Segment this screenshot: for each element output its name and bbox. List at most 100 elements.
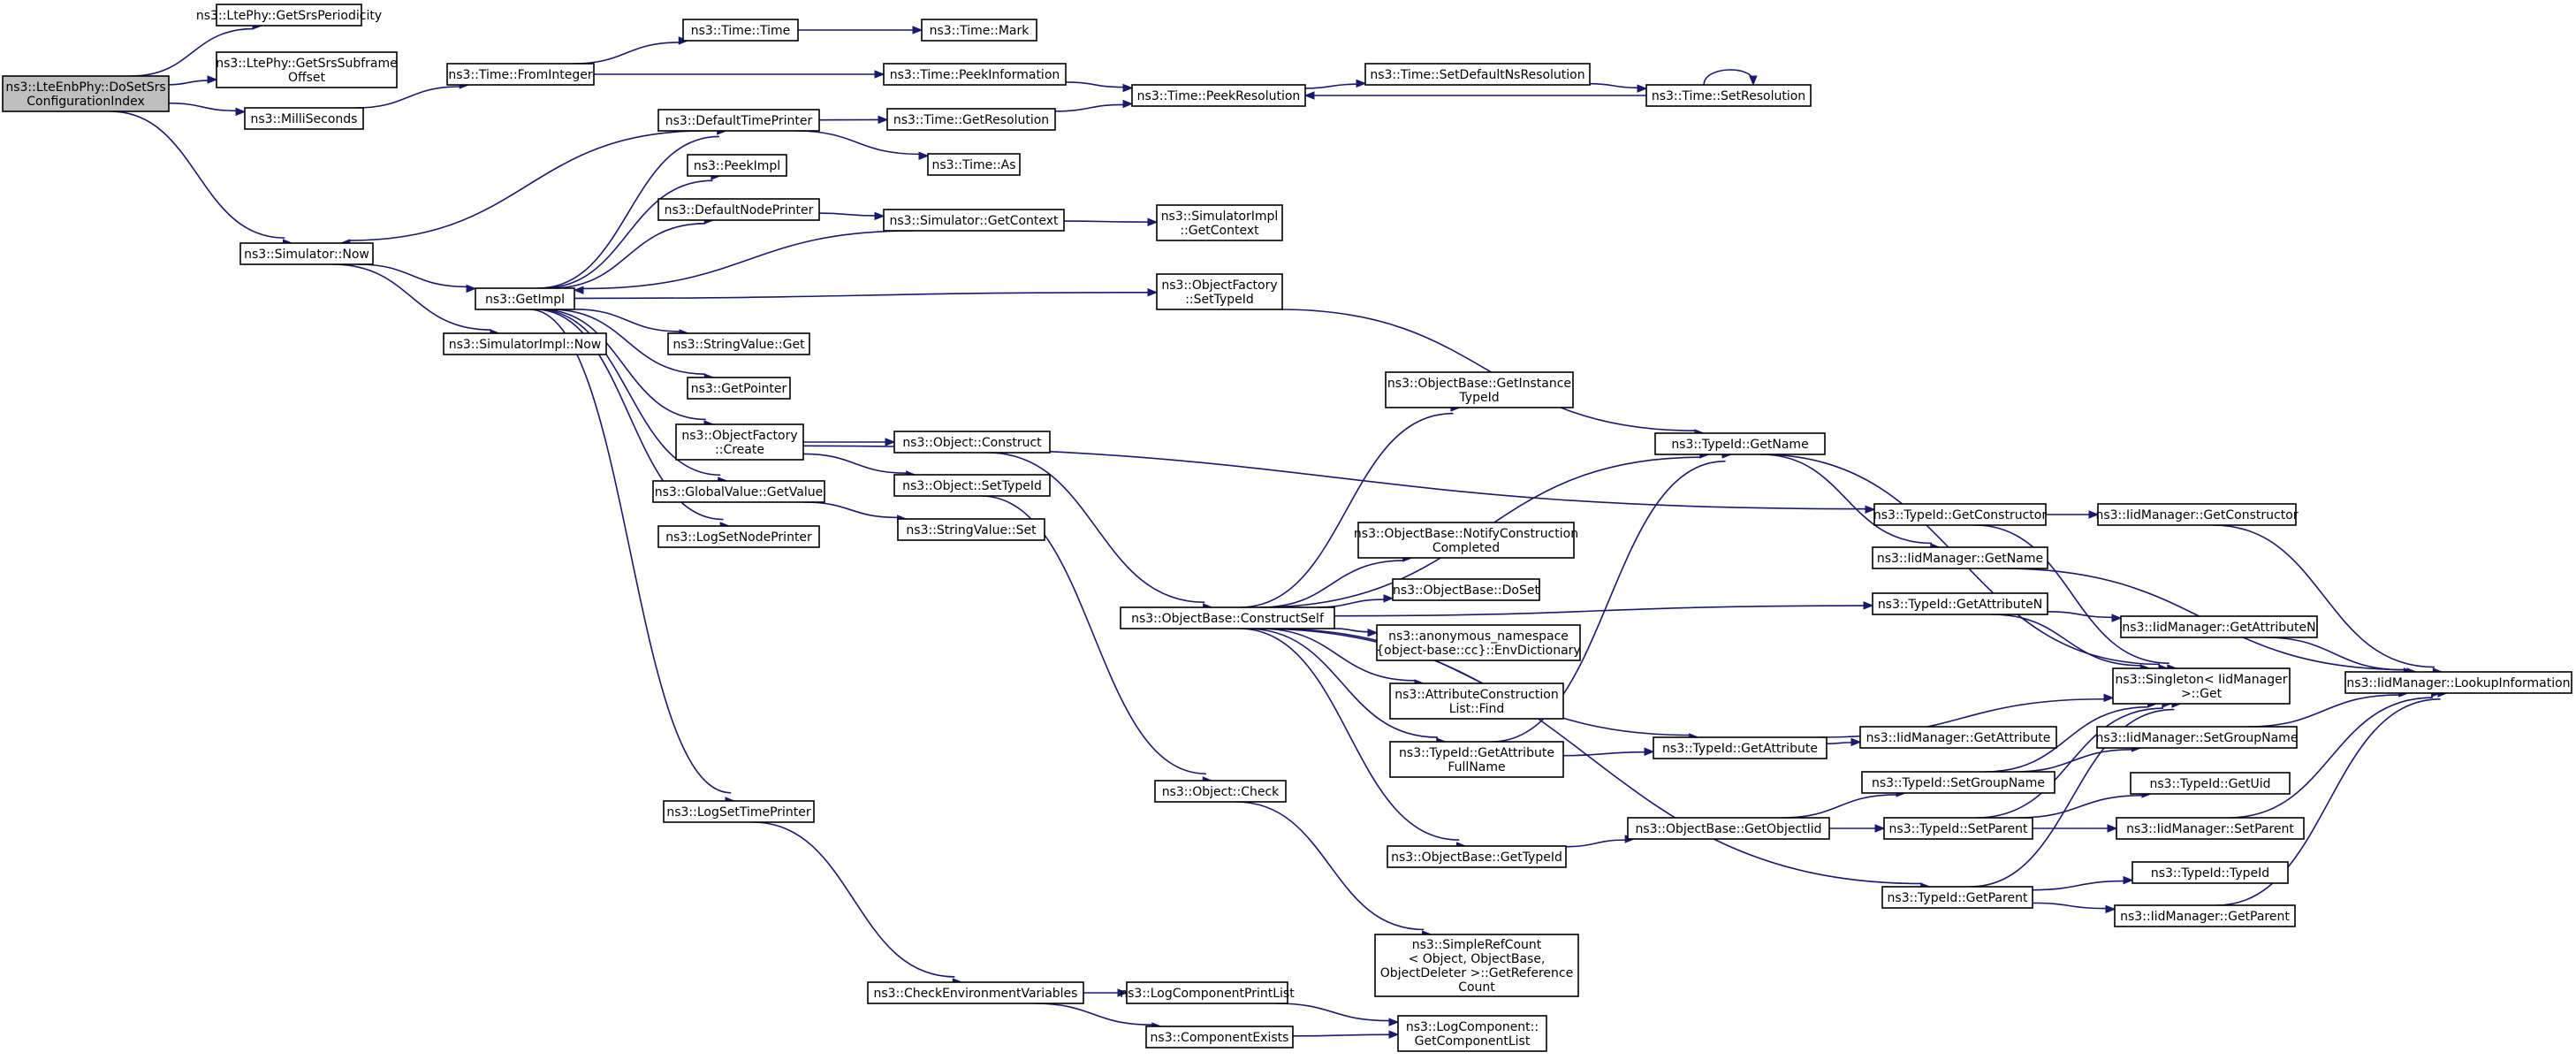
- node-n62[interactable]: ns3::ComponentExists: [1145, 1026, 1294, 1049]
- node-box: [1883, 817, 2033, 840]
- node-n48[interactable]: ns3::IidManager::SetGroupName: [2096, 726, 2299, 749]
- node-n63[interactable]: ns3::LogComponent::GetComponentList: [1397, 1015, 1547, 1052]
- node-box: [216, 4, 362, 27]
- node-box: [1154, 780, 1287, 803]
- edge-n9-n10: [1304, 79, 1367, 89]
- node-root[interactable]: ns3::LteEnbPhy::DoSetSrsConfigurationInd…: [2, 75, 170, 112]
- node-box: [244, 107, 364, 130]
- node-n17[interactable]: ns3::PeekImpl: [687, 154, 787, 177]
- node-n55[interactable]: ns3::ObjectBase::GetTypeId: [1387, 845, 1567, 868]
- node-box: [657, 198, 820, 221]
- node-label: ns3::TypeId::GetAttribute: [1662, 742, 1818, 756]
- node-n15[interactable]: ns3::Time::GetResolution: [886, 108, 1056, 131]
- node-n61[interactable]: ns3::LogComponentPrintList: [1120, 981, 1295, 1004]
- node-n36[interactable]: ns3::ObjectBase::NotifyConstructionCompl…: [1354, 522, 1578, 559]
- node-label: ns3::Simulator::GetContext: [889, 214, 1059, 228]
- node-n57[interactable]: ns3::TypeId::GetParent: [1881, 886, 2033, 909]
- node-label: < Object, ObjectBase,: [1409, 952, 1546, 966]
- node-box: [897, 518, 1045, 541]
- node-n49[interactable]: ns3::TypeId::SetGroupName: [1861, 771, 2055, 794]
- node-n30[interactable]: ns3::LogSetTimePrinter: [663, 800, 815, 823]
- node-label: ns3::ObjectBase::NotifyConstruction: [1354, 527, 1578, 541]
- node-box: [2120, 615, 2318, 638]
- node-n4[interactable]: ns3::Simulator::Now: [239, 242, 374, 265]
- node-box: [1873, 503, 2047, 526]
- node-n10[interactable]: ns3::Time::SetDefaultNsResolution: [1364, 63, 1591, 86]
- node-label: ns3::IidManager::SetGroupName: [2096, 731, 2299, 745]
- node-n6[interactable]: ns3::Time::Time: [682, 19, 799, 42]
- node-n56[interactable]: ns3::TypeId::TypeId: [2131, 861, 2289, 884]
- node-n9[interactable]: ns3::Time::PeekResolution: [1131, 84, 1306, 107]
- node-box: [2131, 861, 2289, 884]
- node-n8[interactable]: ns3::Time::PeekInformation: [883, 63, 1067, 86]
- node-n50[interactable]: ns3::TypeId::GetUid: [2130, 772, 2291, 795]
- node-n37[interactable]: ns3::ObjectBase::ConstructSelf: [1120, 606, 1335, 629]
- node-label: ns3::TypeId::TypeId: [2151, 866, 2269, 881]
- node-n29[interactable]: ns3::LogSetNodePrinter: [657, 525, 820, 548]
- node-n46[interactable]: ns3::TypeId::GetAttribute: [1653, 736, 1828, 759]
- node-n1[interactable]: ns3::LtePhy::GetSrsPeriodicity: [196, 4, 382, 27]
- node-n54[interactable]: ns3::IidManager::SetParent: [2116, 817, 2305, 840]
- node-n40[interactable]: ns3::TypeId::GetAttributeN: [1872, 592, 2048, 615]
- node-n22[interactable]: ns3::StringValue::Get: [667, 332, 810, 355]
- node-n24[interactable]: ns3::ObjectFactory::Create: [675, 423, 804, 461]
- node-box: [687, 377, 791, 400]
- node-n38[interactable]: ns3::ObjectBase::DoSet: [1392, 578, 1540, 601]
- node-label: ns3::DefaultTimePrinter: [665, 114, 813, 128]
- node-box: [657, 525, 820, 548]
- node-n41[interactable]: ns3::IidManager::GetAttributeN: [2120, 615, 2318, 638]
- node-box: [675, 423, 804, 461]
- node-n19[interactable]: ns3::Simulator::GetContext: [883, 209, 1065, 232]
- edge-n11-n11: [1703, 69, 1758, 87]
- node-n26[interactable]: ns3::Object::SetTypeId: [893, 474, 1051, 497]
- edge-n34-n43: [2213, 524, 2443, 676]
- node-n18[interactable]: ns3::DefaultNodePrinter: [657, 198, 820, 221]
- node-label: TypeId: [1458, 391, 1499, 405]
- node-n39[interactable]: ns3::anonymous_namespace{object-base::cc…: [1376, 624, 1581, 661]
- node-n7[interactable]: ns3::Time::Mark: [921, 19, 1037, 42]
- node-n16[interactable]: ns3::Time::As: [927, 153, 1021, 176]
- node-n52[interactable]: ns3::ObjectBase::GetObjectIid: [1627, 817, 1830, 840]
- node-n11[interactable]: ns3::Time::SetResolution: [1645, 84, 1812, 107]
- edge-n61-n63: [1276, 1003, 1400, 1026]
- node-n33[interactable]: ns3::TypeId::GetConstructor: [1873, 503, 2047, 526]
- node-box: [2130, 772, 2291, 795]
- node-n28[interactable]: ns3::StringValue::Set: [897, 518, 1045, 541]
- node-label: ns3::Time::As: [931, 158, 1015, 172]
- node-n13[interactable]: ns3::SimulatorImpl::Now: [443, 332, 607, 355]
- node-n12[interactable]: ns3::GetImpl: [475, 287, 575, 310]
- edge-n10-n11: [1589, 82, 1648, 93]
- node-n23[interactable]: ns3::GetPointer: [687, 377, 791, 400]
- node-n53[interactable]: ns3::TypeId::SetParent: [1883, 817, 2033, 840]
- node-n21[interactable]: ns3::ObjectFactory::SetTypeId: [1156, 273, 1283, 310]
- node-n34[interactable]: ns3::IidManager::GetConstructor: [2095, 503, 2299, 526]
- node-n58[interactable]: ns3::IidManager::GetParent: [2114, 904, 2296, 927]
- node-box: [1392, 578, 1540, 601]
- node-n35[interactable]: ns3::IidManager::GetName: [1872, 546, 2048, 569]
- node-n27[interactable]: ns3::GlobalValue::GetValue: [652, 480, 825, 503]
- node-n5[interactable]: ns3::Time::FromInteger: [446, 63, 595, 86]
- node-n20[interactable]: ns3::SimulatorImpl::GetContext: [1156, 204, 1283, 241]
- node-n42[interactable]: ns3::Singleton< IidManager >::Get: [2112, 667, 2291, 705]
- node-label: ns3::Time::SetDefaultNsResolution: [1370, 68, 1584, 82]
- node-n43[interactable]: ns3::IidManager::LookupInformation: [2344, 671, 2572, 694]
- node-n14[interactable]: ns3::DefaultTimePrinter: [657, 109, 820, 132]
- node-box: [667, 332, 810, 355]
- node-n3[interactable]: ns3::MilliSeconds: [244, 107, 364, 130]
- node-box: [1872, 592, 2048, 615]
- node-label: ns3::PeekImpl: [694, 159, 780, 173]
- node-label: ns3::ObjectBase::ConstructSelf: [1131, 612, 1325, 626]
- node-label: ::Create: [715, 443, 764, 457]
- node-n51[interactable]: ns3::Object::Check: [1154, 780, 1287, 803]
- node-n25[interactable]: ns3::Object::Construct: [893, 431, 1051, 454]
- node-box: [1156, 273, 1283, 310]
- node-n47[interactable]: ns3::IidManager::GetAttribute: [1859, 726, 2057, 749]
- node-n59[interactable]: ns3::SimpleRefCount< Object, ObjectBase,…: [1374, 934, 1579, 997]
- node-n60[interactable]: ns3::CheckEnvironmentVariables: [867, 981, 1084, 1004]
- node-label: ConfigurationIndex: [27, 95, 145, 109]
- node-n32[interactable]: ns3::TypeId::GetName: [1654, 432, 1826, 455]
